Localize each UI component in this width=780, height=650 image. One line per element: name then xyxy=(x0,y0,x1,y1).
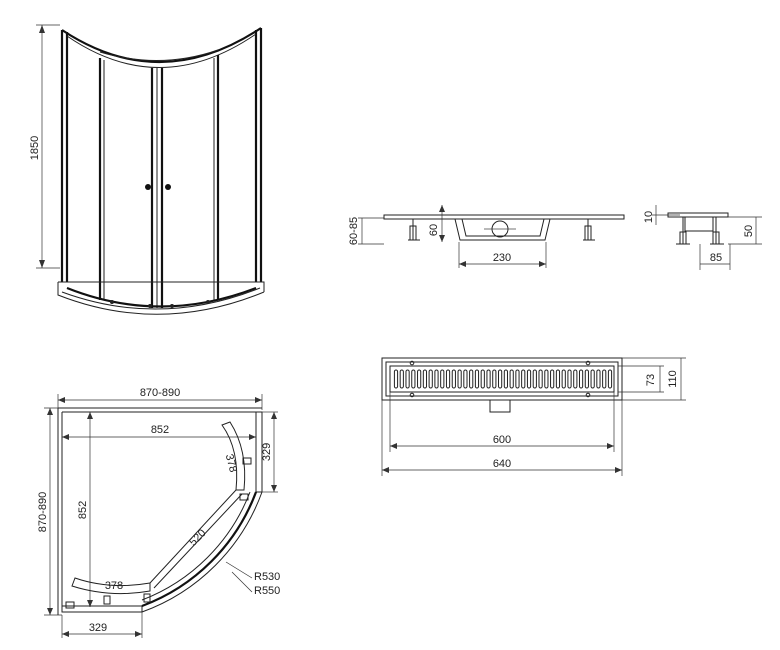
dim-plan-r530: R530 xyxy=(254,571,280,583)
front-view: 1850 xyxy=(29,24,265,315)
grate-slot xyxy=(584,369,589,389)
grate-slot xyxy=(445,369,451,389)
grate-slot xyxy=(474,369,480,389)
grate-slot xyxy=(538,369,543,389)
grate-slot xyxy=(550,369,555,389)
dim-plan-520: 520 xyxy=(187,527,208,548)
grate-slot xyxy=(469,369,474,389)
dim-plan-329-bottom: 329 xyxy=(89,622,107,634)
grate-slot xyxy=(503,369,508,389)
grate-slot xyxy=(544,369,549,389)
tray-section-view: 60-85 60 230 xyxy=(348,205,625,268)
grate-slot xyxy=(526,369,532,389)
side-section-view: 10 50 85 xyxy=(643,205,762,270)
grate-slot xyxy=(463,369,468,389)
grate-slots xyxy=(393,369,613,389)
grate-slot xyxy=(428,369,433,389)
grate-slot xyxy=(451,369,456,389)
dim-side-50: 50 xyxy=(743,225,755,237)
dim-plan-852-h: 852 xyxy=(151,424,169,436)
grate-slot xyxy=(480,369,485,389)
dim-grate-640: 640 xyxy=(493,458,511,470)
grate-slot xyxy=(434,369,439,389)
dim-tray-60-85: 60-85 xyxy=(348,217,360,245)
dim-plan-depth: 870-890 xyxy=(37,492,49,532)
grate-slot xyxy=(399,369,404,389)
dim-plan-r550: R550 xyxy=(254,585,280,597)
grate-slot xyxy=(457,369,462,389)
grate-slot xyxy=(393,369,399,389)
plan-view: 870-890 852 870-890 852 xyxy=(37,387,280,638)
grate-slot xyxy=(573,369,578,389)
grate-top-view: 73 110 600 640 xyxy=(381,357,686,476)
dim-grate-600: 600 xyxy=(493,434,511,446)
grate-slot xyxy=(596,369,601,389)
dim-grate-110: 110 xyxy=(667,370,679,388)
grate-slot xyxy=(411,369,416,389)
dim-height-1850: 1850 xyxy=(29,136,41,160)
door-handle-right xyxy=(165,184,171,190)
dim-plan-width: 870-890 xyxy=(140,387,180,399)
dim-grate-73: 73 xyxy=(645,374,657,386)
grate-slot xyxy=(515,369,520,389)
grate-slot xyxy=(607,369,613,389)
dim-plan-378-top: 378 xyxy=(223,453,239,474)
grate-slot xyxy=(555,369,561,389)
grate-slot xyxy=(567,369,572,389)
grate-slot xyxy=(578,369,584,389)
dim-plan-378-bottom: 378 xyxy=(105,580,123,592)
dim-plan-852-v: 852 xyxy=(77,501,89,519)
door-handle-left xyxy=(145,184,151,190)
grate-slot xyxy=(440,369,445,389)
dim-side-10: 10 xyxy=(643,211,655,223)
grate-slot xyxy=(417,369,422,389)
grate-slot xyxy=(492,369,497,389)
grate-slot xyxy=(405,369,410,389)
grate-slot xyxy=(521,369,526,389)
grate-slot xyxy=(561,369,566,389)
dim-tray-230: 230 xyxy=(493,252,511,264)
dim-tray-60: 60 xyxy=(428,224,440,236)
grate-slot xyxy=(498,369,503,389)
grate-slot xyxy=(422,369,428,389)
grate-slot xyxy=(486,369,491,389)
dim-plan-329-right: 329 xyxy=(261,443,273,461)
dim-side-85: 85 xyxy=(710,252,722,264)
grate-slot xyxy=(602,369,607,389)
grate-slot xyxy=(590,369,595,389)
grate-slot xyxy=(509,369,514,389)
grate-slot xyxy=(532,369,537,389)
